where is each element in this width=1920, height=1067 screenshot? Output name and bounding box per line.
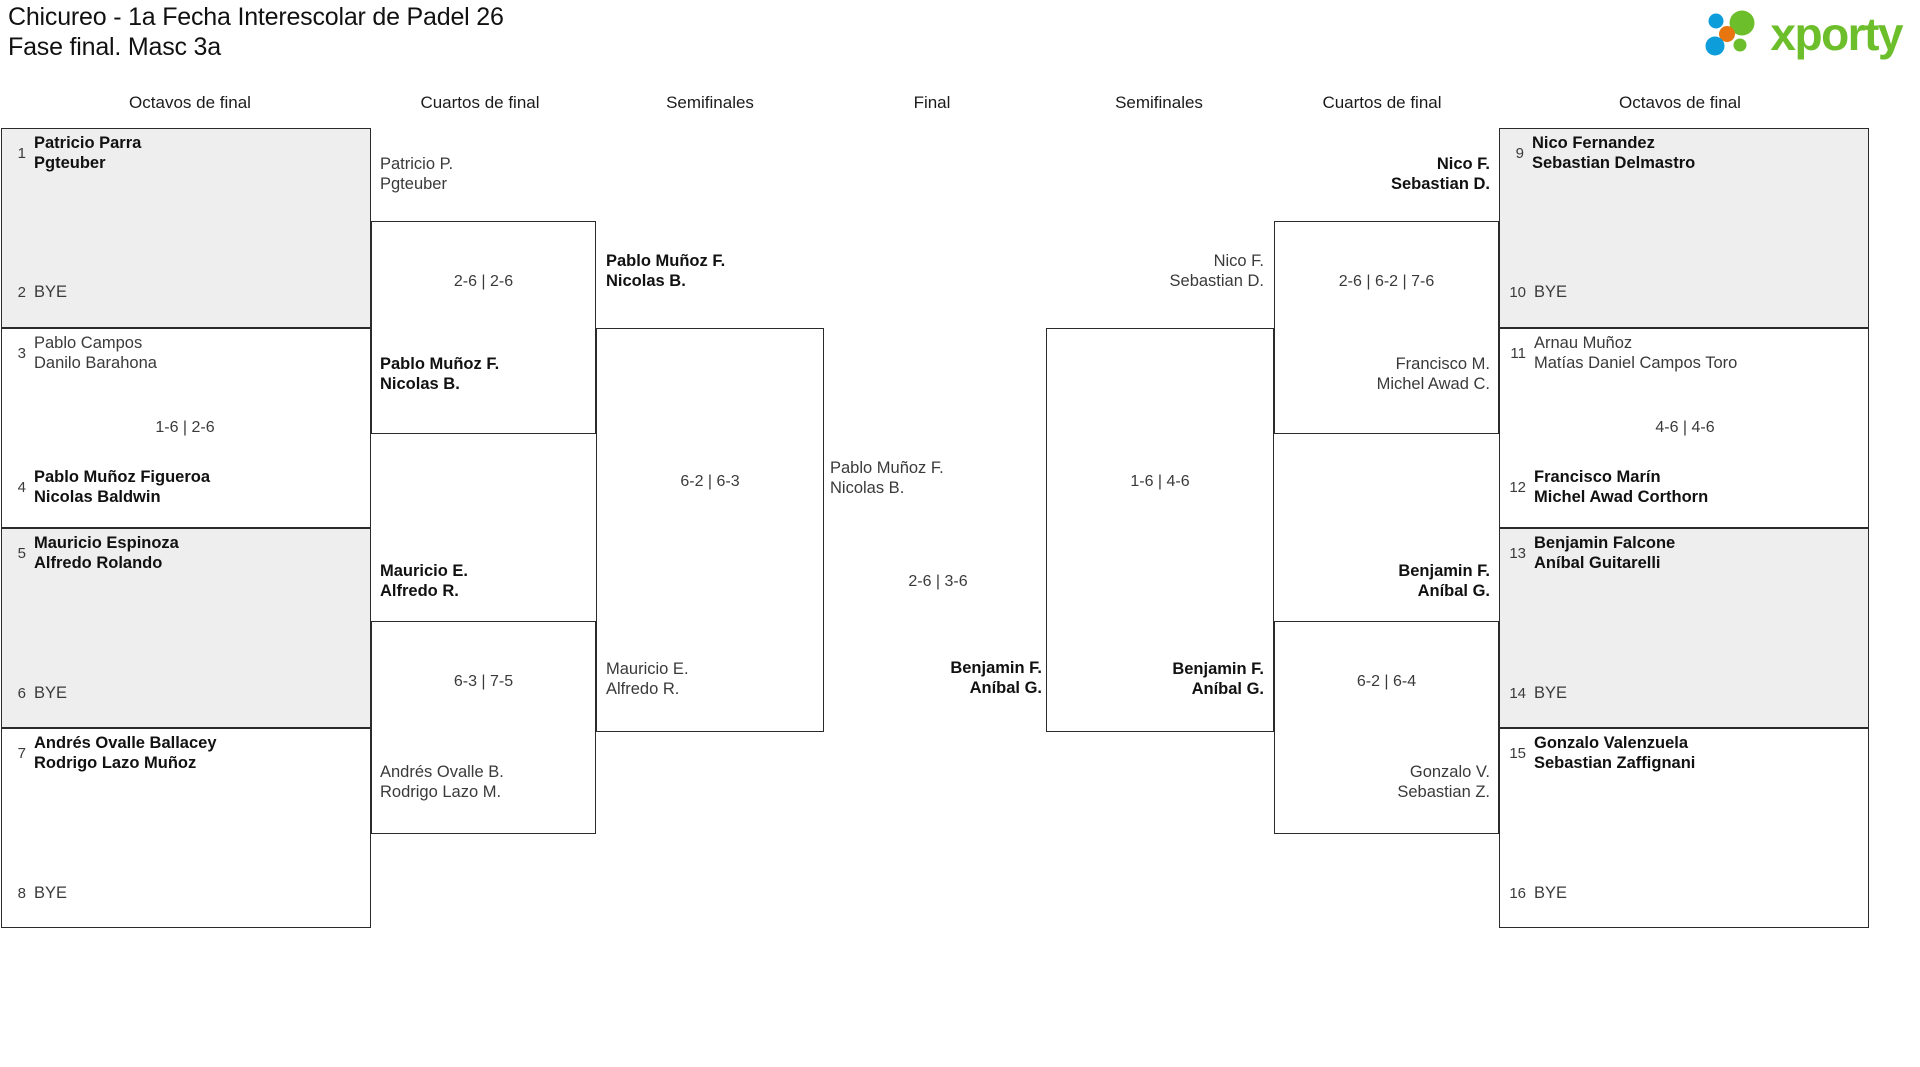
seed-number: 8: [17, 885, 26, 902]
seed-number: 7: [17, 745, 26, 762]
seed-number: 6: [17, 685, 26, 702]
seed-number: 9: [1515, 145, 1524, 162]
sf-left-bottom-team: Mauricio E.Alfredo R.: [606, 660, 689, 698]
seed-number: 15: [1509, 745, 1526, 762]
qf-left-2-bottom-team: Andrés Ovalle B.Rodrigo Lazo M.: [380, 763, 504, 801]
seed-number: 10: [1509, 284, 1526, 301]
qf-right-2-top-team: Benjamin F.Aníbal G.: [1398, 562, 1490, 600]
xporty-logo[interactable]: xporty: [1702, 8, 1903, 60]
r16-score-left-2: 1-6 | 2-6: [155, 419, 215, 436]
tournament-name: Chicureo - 1a Fecha Interescolar de Pade…: [8, 3, 504, 31]
sf-match-right[interactable]: [1046, 328, 1274, 732]
xporty-dots-icon: [1705, 10, 1755, 56]
qf-left-2-score: 6-3 | 7-5: [453, 673, 514, 690]
r16-slot-left-2[interactable]: 2 BYE: [8, 283, 67, 303]
seed-number: 14: [1509, 685, 1526, 702]
page-title: Chicureo - 1a Fecha Interescolar de Pade…: [8, 2, 504, 62]
round-header-left-qf: Cuartos de final: [420, 93, 540, 112]
r16-match-left-1[interactable]: [1, 128, 371, 328]
sf-match-left[interactable]: [596, 328, 824, 732]
final-top-team: Pablo Muñoz F.Nicolas B.: [830, 459, 944, 497]
qf-right-1-score: 2-6 | 6-2 | 7-6: [1338, 273, 1435, 290]
r16-match-left-2[interactable]: [1, 328, 371, 528]
sf-right-top-team: Nico F.Sebastian D.: [1169, 252, 1264, 290]
bye-label: BYE: [1534, 884, 1568, 902]
qf-left-1-score: 2-6 | 2-6: [453, 273, 514, 290]
r16-slot-left-6[interactable]: 6 BYE: [8, 684, 67, 704]
r16-score-right-2: 4-6 | 4-6: [1655, 419, 1715, 436]
r16-match-right-3[interactable]: [1499, 528, 1869, 728]
round-header-right-r16: Octavos de final: [1619, 93, 1741, 112]
r16-match-left-3[interactable]: [1, 528, 371, 728]
bye-label: BYE: [34, 283, 68, 301]
seed-number: 12: [1509, 479, 1526, 496]
r16-slot-right-16[interactable]: 16 BYE: [1504, 884, 1567, 904]
bye-label: BYE: [34, 684, 68, 702]
qf-match-left-2[interactable]: [371, 621, 596, 834]
sf-left-top-team: Pablo Muñoz F.Nicolas B.: [606, 252, 726, 290]
qf-match-right-1[interactable]: [1274, 221, 1499, 434]
seed-number: 4: [17, 479, 26, 496]
bye-label: BYE: [1534, 684, 1568, 702]
sf-left-score: 6-2 | 6-3: [680, 473, 740, 490]
seed-number: 16: [1509, 885, 1526, 902]
seed-number: 1: [17, 145, 26, 162]
phase-name: Fase final. Masc 3a: [8, 33, 221, 61]
bye-label: BYE: [1534, 283, 1568, 301]
r16-slot-left-8[interactable]: 8 BYE: [8, 884, 67, 904]
qf-left-1-bottom-team: Pablo Muñoz F.Nicolas B.: [380, 355, 500, 393]
r16-slot-right-14[interactable]: 14 BYE: [1504, 684, 1567, 704]
sf-right-bottom-team: Benjamin F.Aníbal G.: [1172, 660, 1264, 698]
sf-right-score: 1-6 | 4-6: [1130, 473, 1190, 490]
seed-number: 3: [17, 345, 26, 362]
qf-right-1-top-team: Nico F.Sebastian D.: [1390, 155, 1490, 193]
qf-left-1-top-team: Patricio P.Pgteuber: [380, 155, 454, 193]
qf-right-2-score: 6-2 | 6-4: [1356, 673, 1417, 690]
r16-match-left-4[interactable]: [1, 728, 371, 928]
qf-match-right-2[interactable]: [1274, 621, 1499, 834]
round-header-final: Final: [913, 93, 951, 112]
round-header-right-sf: Semifinales: [1115, 93, 1203, 112]
seed-number: 2: [17, 284, 26, 301]
r16-match-right-2[interactable]: [1499, 328, 1869, 528]
round-header-right-qf: Cuartos de final: [1322, 93, 1442, 112]
final-bottom-team: Benjamin F.Aníbal G.: [950, 659, 1042, 697]
xporty-wordmark: xporty: [1770, 8, 1903, 60]
r16-slot-right-10[interactable]: 10 BYE: [1504, 283, 1567, 303]
bye-label: BYE: [34, 884, 68, 902]
seed-number: 11: [1510, 345, 1526, 362]
qf-match-left-1[interactable]: [371, 221, 596, 434]
seed-number: 5: [17, 545, 26, 562]
qf-right-1-bottom-team: Francisco M.Michel Awad C.: [1376, 355, 1490, 393]
r16-match-right-1[interactable]: [1499, 128, 1869, 328]
seed-number: 13: [1509, 545, 1526, 562]
qf-right-2-bottom-team: Gonzalo V.Sebastian Z.: [1397, 763, 1490, 801]
final-score: 2-6 | 3-6: [908, 573, 968, 590]
qf-left-2-top-team: Mauricio E.Alfredo R.: [380, 562, 469, 600]
r16-match-right-4[interactable]: [1499, 728, 1869, 928]
round-header-left-sf: Semifinales: [666, 93, 754, 112]
round-header-left-r16: Octavos de final: [129, 93, 251, 112]
